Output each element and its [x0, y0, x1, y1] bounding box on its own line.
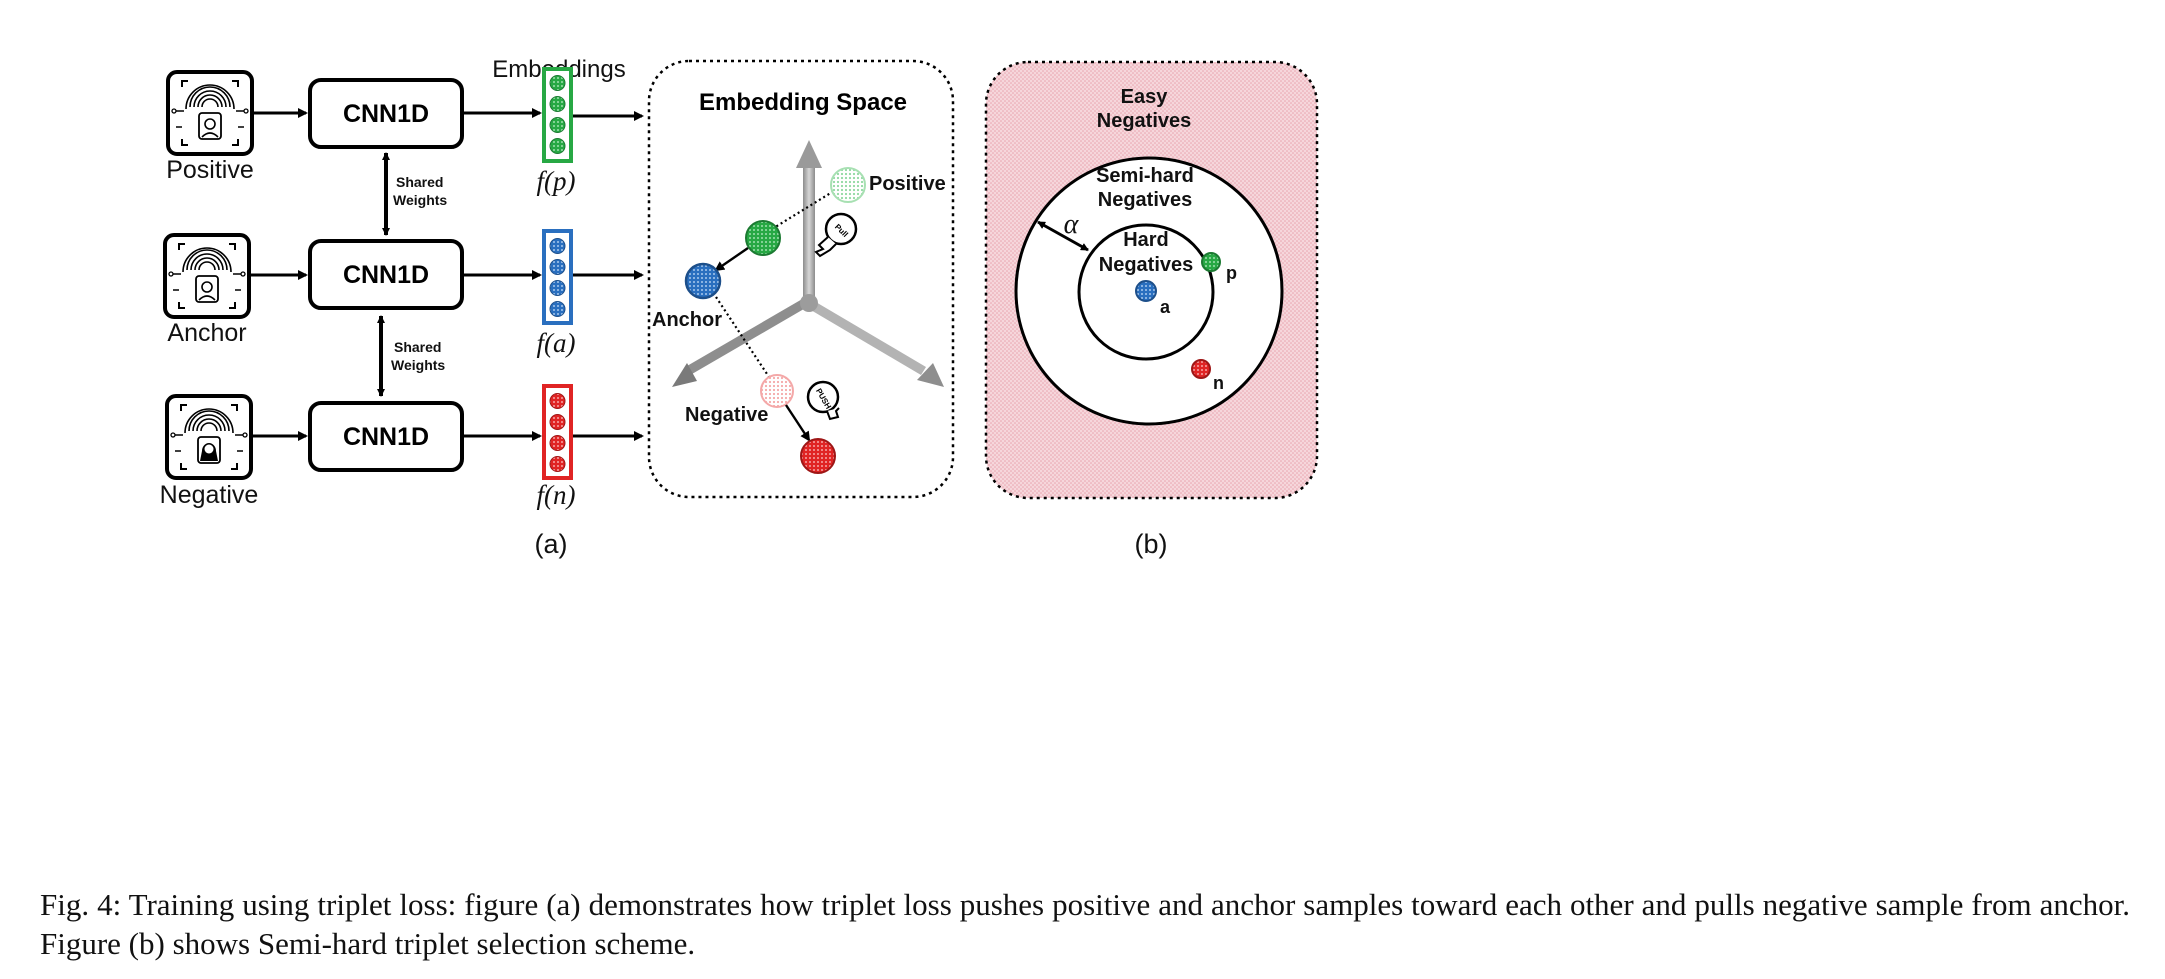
pull-arrow: [714, 247, 749, 272]
margin-arrow: [1037, 220, 1089, 252]
push-arrow: [784, 404, 811, 442]
pull-hand-icon: Pull: [814, 212, 858, 258]
hard-label-line2: Negatives: [1099, 254, 1194, 276]
point-p-label: p: [1226, 263, 1237, 283]
figure-caption: Fig. 4: Training using triplet loss: fig…: [40, 887, 2130, 961]
negative-sample-icon: [165, 394, 253, 480]
point-p: [1201, 252, 1221, 272]
positive-anchor-distance: [763, 185, 843, 235]
space-positive-label: Positive: [869, 173, 946, 195]
3d-axes: [672, 140, 944, 387]
cnn1d-label-positive: CNN1D: [343, 100, 429, 128]
cnn1d-label-anchor: CNN1D: [343, 261, 429, 289]
embedding-label-negative: f(n): [537, 480, 576, 510]
positive-point-moved: [745, 220, 781, 256]
point-n-label: n: [1213, 373, 1224, 393]
embedding-space-box: [647, 59, 955, 499]
margin-alpha-label: α: [1064, 209, 1080, 240]
embedding-vector-anchor: [542, 229, 573, 325]
positive-input-label: Positive: [166, 156, 254, 184]
embedding-label-anchor: f(a): [537, 328, 576, 358]
anchor-sample-icon: [163, 233, 251, 319]
point-a: [1135, 280, 1157, 302]
anchor-input-label: Anchor: [167, 319, 246, 347]
row-positive: Positive CNN1D f(p): [166, 67, 644, 196]
negative-input-label: Negative: [160, 481, 259, 509]
anchor-point: [684, 262, 722, 300]
semi-hard-label-line2: Negatives: [1098, 189, 1193, 211]
anchor-negative-distance: [715, 296, 772, 381]
panel-b-sublabel: (b): [1135, 529, 1168, 559]
shared-weights-label-top-line1: Shared: [396, 174, 443, 190]
point-a-label: a: [1160, 297, 1171, 317]
embedding-space-title: Embedding Space: [699, 89, 907, 116]
space-negative-label: Negative: [685, 404, 768, 426]
triplet-loss-figure: Embeddings Positive CNN1D f(p): [160, 56, 1319, 559]
panel-b: Easy Negatives Semi-hard Negatives Hard …: [984, 60, 1319, 559]
shared-weights-label-bottom-line2: Weights: [391, 357, 445, 373]
point-n: [1191, 359, 1211, 379]
embedding-vector-positive: [542, 67, 573, 163]
row-anchor: Anchor CNN1D f(a): [163, 229, 644, 358]
positive-point-original: [830, 167, 866, 203]
cnn1d-block-anchor: [308, 239, 464, 310]
push-hand-icon: PUSH: [806, 380, 840, 421]
shared-weights-label-bottom-line1: Shared: [394, 339, 441, 355]
hard-label-line1: Hard: [1123, 229, 1169, 251]
cnn1d-label-negative: CNN1D: [343, 423, 429, 451]
easy-label-line1: Easy: [1121, 86, 1169, 108]
panel-a-sublabel: (a): [535, 529, 568, 559]
shared-weights-label-top-line2: Weights: [393, 192, 447, 208]
space-anchor-label: Anchor: [652, 309, 722, 331]
panel-a: Embeddings Positive CNN1D f(p): [160, 56, 955, 559]
cnn1d-block-negative: [308, 401, 464, 472]
embedding-vector-negative: [542, 384, 573, 480]
negative-point-original: [760, 374, 794, 408]
semi-hard-label-line1: Semi-hard: [1096, 165, 1194, 187]
negative-point-moved: [800, 438, 836, 474]
positive-sample-icon: [166, 70, 254, 156]
easy-label-line2: Negatives: [1097, 110, 1192, 132]
cnn1d-block-positive: [308, 78, 464, 149]
embedding-label-positive: f(p): [537, 166, 576, 196]
row-negative: Negative CNN1D f(n): [160, 384, 644, 510]
